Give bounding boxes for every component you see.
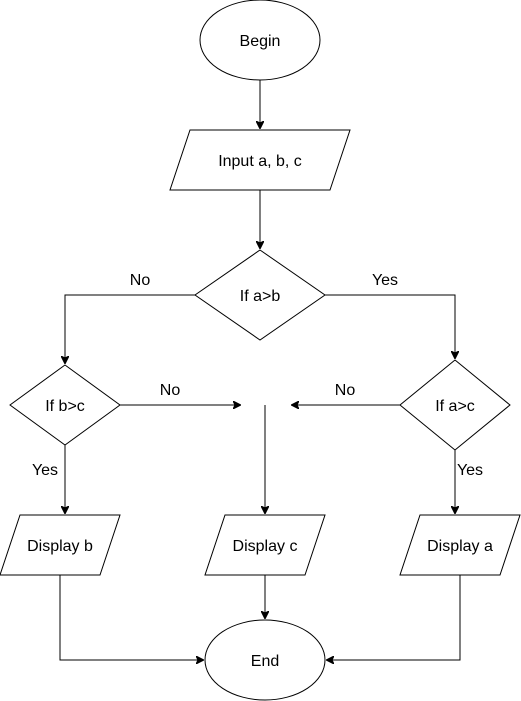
end-label: End (251, 653, 279, 670)
decision-a-gt-b (194, 249, 326, 341)
edge-label-a-gt-c-yes: Yes (457, 462, 483, 479)
edge-label-a-gt-b-no: No (130, 272, 151, 289)
display-b-label: Display b (27, 538, 93, 555)
edge-label-a-gt-c-no: No (335, 382, 356, 399)
edge-label-b-gt-c-no: No (160, 382, 181, 399)
display-c-label: Display c (233, 538, 298, 555)
decision-a-gt-c-label: If a>c (435, 398, 475, 415)
display-a-parallelogram (399, 514, 521, 576)
edge-label-b-gt-c-yes: Yes (32, 462, 58, 479)
edge-a-gt-b-yes (325, 294, 455, 358)
input-parallelogram (169, 129, 351, 191)
edge-display-b-to-end (59, 575, 203, 660)
display-a-label: Display a (427, 538, 493, 555)
decision-b-gt-c-label: If b>c (45, 398, 85, 415)
edge-label-a-gt-b-yes: Yes (372, 272, 398, 289)
edge-display-a-to-end (327, 575, 461, 660)
edge-a-gt-b-no (65, 294, 195, 363)
decision-a-gt-b-label: If a>b (240, 288, 281, 305)
input-label: Input a, b, c (218, 153, 302, 170)
end-terminal (204, 619, 326, 701)
display-b-parallelogram (0, 514, 121, 576)
begin-label: Begin (240, 33, 281, 50)
display-c-parallelogram (204, 514, 326, 576)
